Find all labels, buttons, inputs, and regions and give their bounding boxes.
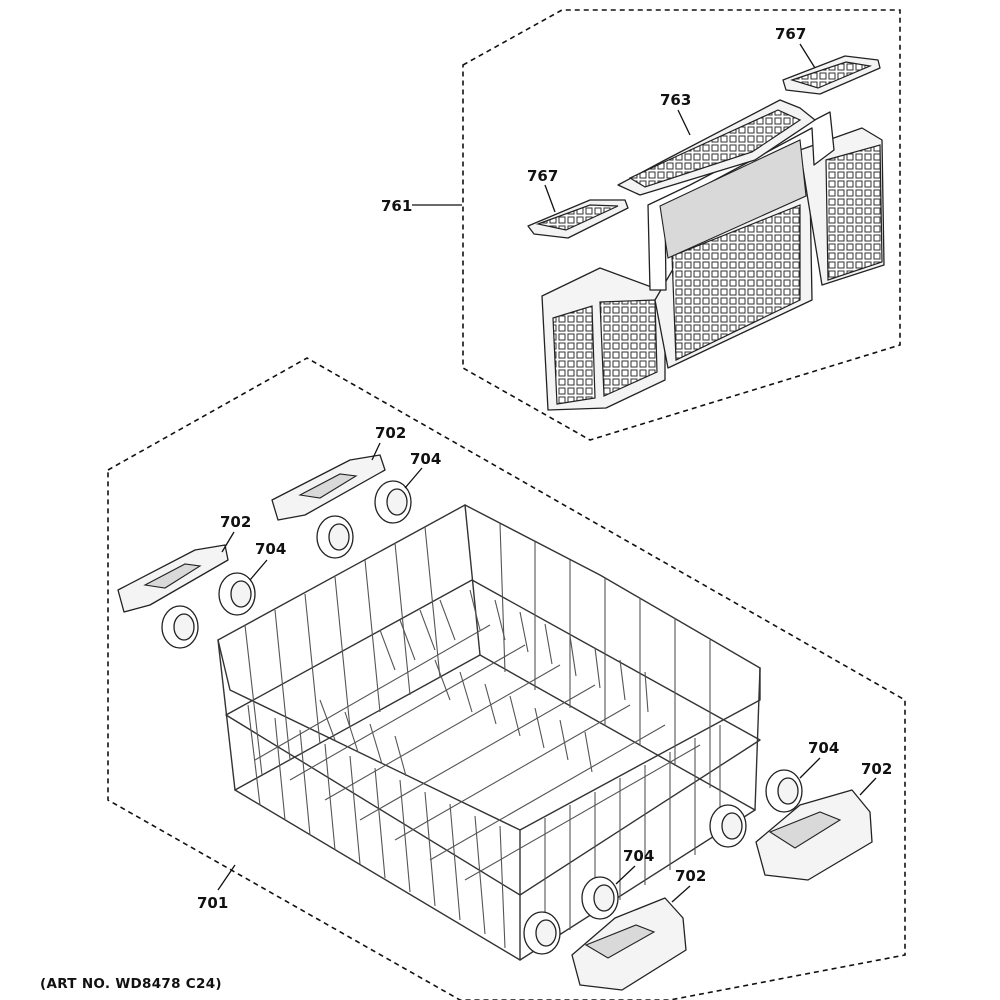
lower-dish-rack-701[interactable] xyxy=(217,504,761,961)
small-lid-767-lower[interactable] xyxy=(527,199,629,239)
roller-704-right-a[interactable] xyxy=(765,769,803,813)
callout-767-upper: 767 xyxy=(775,25,806,43)
roller-704-upper-b[interactable] xyxy=(316,515,354,559)
roller-704-bottom-a[interactable] xyxy=(581,876,619,920)
callout-704-right: 704 xyxy=(808,739,839,757)
silverware-basket-761[interactable] xyxy=(541,111,885,411)
art-number: (ART NO. WD8478 C24) xyxy=(40,976,222,992)
roller-clip-702-bottom[interactable] xyxy=(571,897,687,991)
roller-clip-702-right[interactable] xyxy=(755,789,873,881)
callout-702-right: 702 xyxy=(861,760,892,778)
roller-704-left-b[interactable] xyxy=(161,605,199,649)
roller-clip-702-left[interactable] xyxy=(117,544,229,613)
roller-704-left-a[interactable] xyxy=(218,572,256,616)
callout-702-upper: 702 xyxy=(375,424,406,442)
callout-701: 701 xyxy=(197,894,228,912)
callout-702-bottom: 702 xyxy=(675,867,706,885)
roller-704-bottom-b[interactable] xyxy=(523,911,561,955)
silverware-basket-group: 761 763 767 767 xyxy=(381,9,901,441)
callout-767-lower: 767 xyxy=(527,167,558,185)
basket-lid-763[interactable] xyxy=(617,99,816,196)
small-lid-767-upper[interactable] xyxy=(782,55,881,95)
roller-clip-702-upper[interactable] xyxy=(271,454,386,521)
basket-group-boundary xyxy=(462,9,901,441)
callout-704-upper: 704 xyxy=(410,450,441,468)
callout-704-bottom: 704 xyxy=(623,847,654,865)
callout-702-left: 702 xyxy=(220,513,251,531)
roller-704-upper-a[interactable] xyxy=(374,480,412,524)
callout-761: 761 xyxy=(381,197,412,215)
callout-704-left: 704 xyxy=(255,540,286,558)
callout-763: 763 xyxy=(660,91,691,109)
roller-704-right-b[interactable] xyxy=(709,804,747,848)
lower-rack-group: 702 704 702 704 704 702 704 702 701 xyxy=(107,357,906,1000)
rack-group-boundary xyxy=(107,357,906,1000)
